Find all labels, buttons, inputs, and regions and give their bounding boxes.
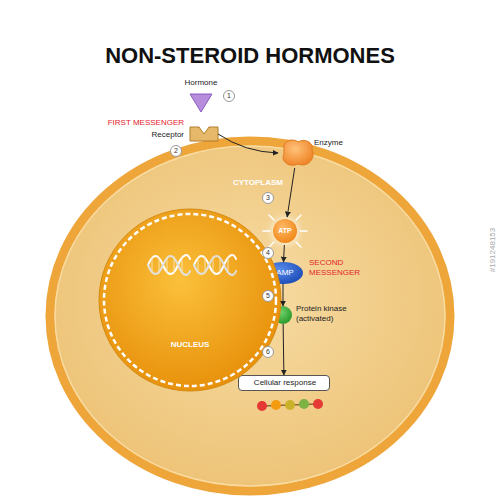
messenger-label: SECOND MESSENGER (309, 258, 371, 278)
signal-arrow (283, 245, 285, 262)
watermark: #191248153 (488, 190, 498, 310)
protein-chain (257, 399, 323, 411)
hormone-triangle: HormoneFIRST MESSENGER (186, 78, 216, 114)
diagram-title: NON-STEROID HORMONES (0, 43, 500, 69)
dna-helix (148, 255, 190, 275)
messenger-label: FIRST MESSENGER (92, 118, 184, 128)
enzyme-blob: Enzyme (278, 138, 316, 168)
signal-arrow (287, 168, 295, 217)
response-label: Cellular response (239, 378, 331, 388)
signal-arrow (283, 284, 284, 306)
part-label: Protein kinase (activated) (296, 304, 360, 324)
response-box: Cellular response (238, 375, 330, 391)
cell-membrane: CYTOPLASMEnzymeATPcAMPSECOND MESSENGERPr… (45, 136, 455, 496)
atp-glow (263, 215, 307, 247)
part-label: Receptor (110, 130, 184, 140)
atp-circle: ATP (271, 217, 299, 245)
dna-helix (194, 255, 236, 275)
callout-number: 1 (223, 90, 235, 102)
signal-arrow (283, 324, 285, 375)
molecule-label: ATP (271, 226, 299, 236)
nucleus-outline (98, 208, 282, 392)
part-label: Enzyme (314, 138, 358, 148)
signal-arrow (218, 134, 278, 153)
region-label: CYTOPLASM (203, 178, 313, 188)
part-label: Hormone (166, 78, 236, 88)
enzyme-outline (278, 138, 316, 168)
receptor-site: Receptor (190, 127, 218, 141)
nucleus-circle: NUCLEUS (98, 208, 282, 392)
receptor-outline (190, 127, 218, 141)
region-label: NUCLEUS (150, 340, 230, 350)
